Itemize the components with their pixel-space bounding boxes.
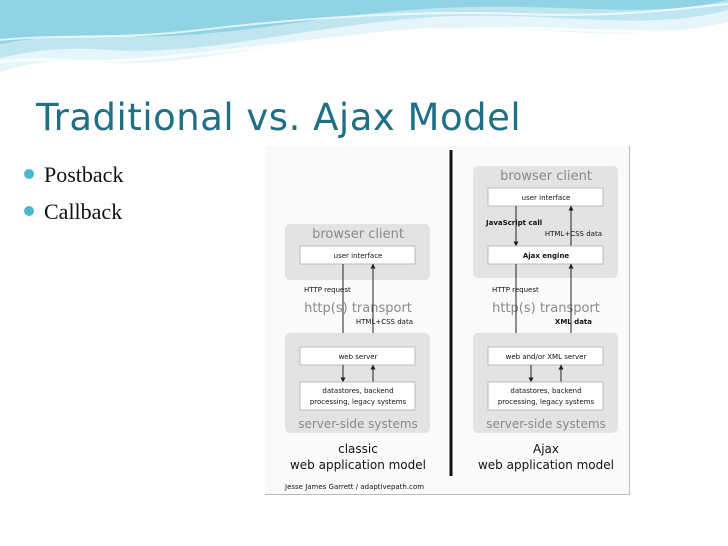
bullet-list: Postback Callback [22,162,123,236]
ajax-backend-line2: processing, legacy systems [498,398,595,406]
slide-title: Traditional vs. Ajax Model [36,96,522,139]
ajax-webserver-label: web and/or XML server [506,353,587,361]
ajax-caption-1: Ajax [533,442,559,456]
ajax-response-data: XML data [555,318,592,326]
ajax-caption-2: web application model [478,458,614,472]
ajax-backend-box [487,381,604,411]
classic-browser-label: browser client [312,227,404,242]
bullet-dot-icon [24,206,34,216]
diagram-credit: Jesse James Garrett / adaptivepath.com [284,483,424,491]
classic-webserver-label: web server [339,353,378,361]
classic-ui-label: user interface [334,252,383,260]
bullet-dot-icon [24,169,34,179]
ajax-transport: http(s) transport [492,301,600,316]
model-comparison-diagram: browser client user interface HTTP reque… [265,146,630,495]
bullet-text: Callback [44,199,123,224]
classic-server-side-label: server-side systems [298,417,418,431]
header-wave-decoration [0,0,728,95]
classic-ui-box [299,245,416,265]
classic-http-request: HTTP request [304,286,351,294]
ajax-engine-label: Ajax engine [523,252,570,260]
ajax-engine-box [487,245,604,265]
ajax-webserver-box [487,346,604,366]
classic-backend-box [299,381,416,411]
classic-backend-line1: datastores, backend [322,387,393,395]
ajax-server-side-label: server-side systems [486,417,606,431]
classic-backend-line2: processing, legacy systems [310,398,407,406]
bullet-text: Postback [44,162,124,187]
ajax-js-call: JavaScript call [485,219,542,227]
classic-transport: http(s) transport [304,301,412,316]
classic-response-data: HTML+CSS data [356,318,413,326]
ajax-backend-line1: datastores, backend [510,387,581,395]
ajax-model: browser client user interface JavaScript… [473,166,618,472]
ajax-ui-label: user interface [522,194,571,202]
classic-webserver-box [299,346,416,366]
classic-caption-2: web application model [290,458,426,472]
ajax-browser-label: browser client [500,169,592,184]
ajax-ui-box [487,187,604,207]
bullet-callback: Callback [22,199,123,236]
classic-model: browser client user interface HTTP reque… [284,224,430,491]
bullet-postback: Postback [22,162,123,199]
classic-caption-1: classic [338,442,378,456]
ajax-html-css: HTML+CSS data [545,230,602,238]
